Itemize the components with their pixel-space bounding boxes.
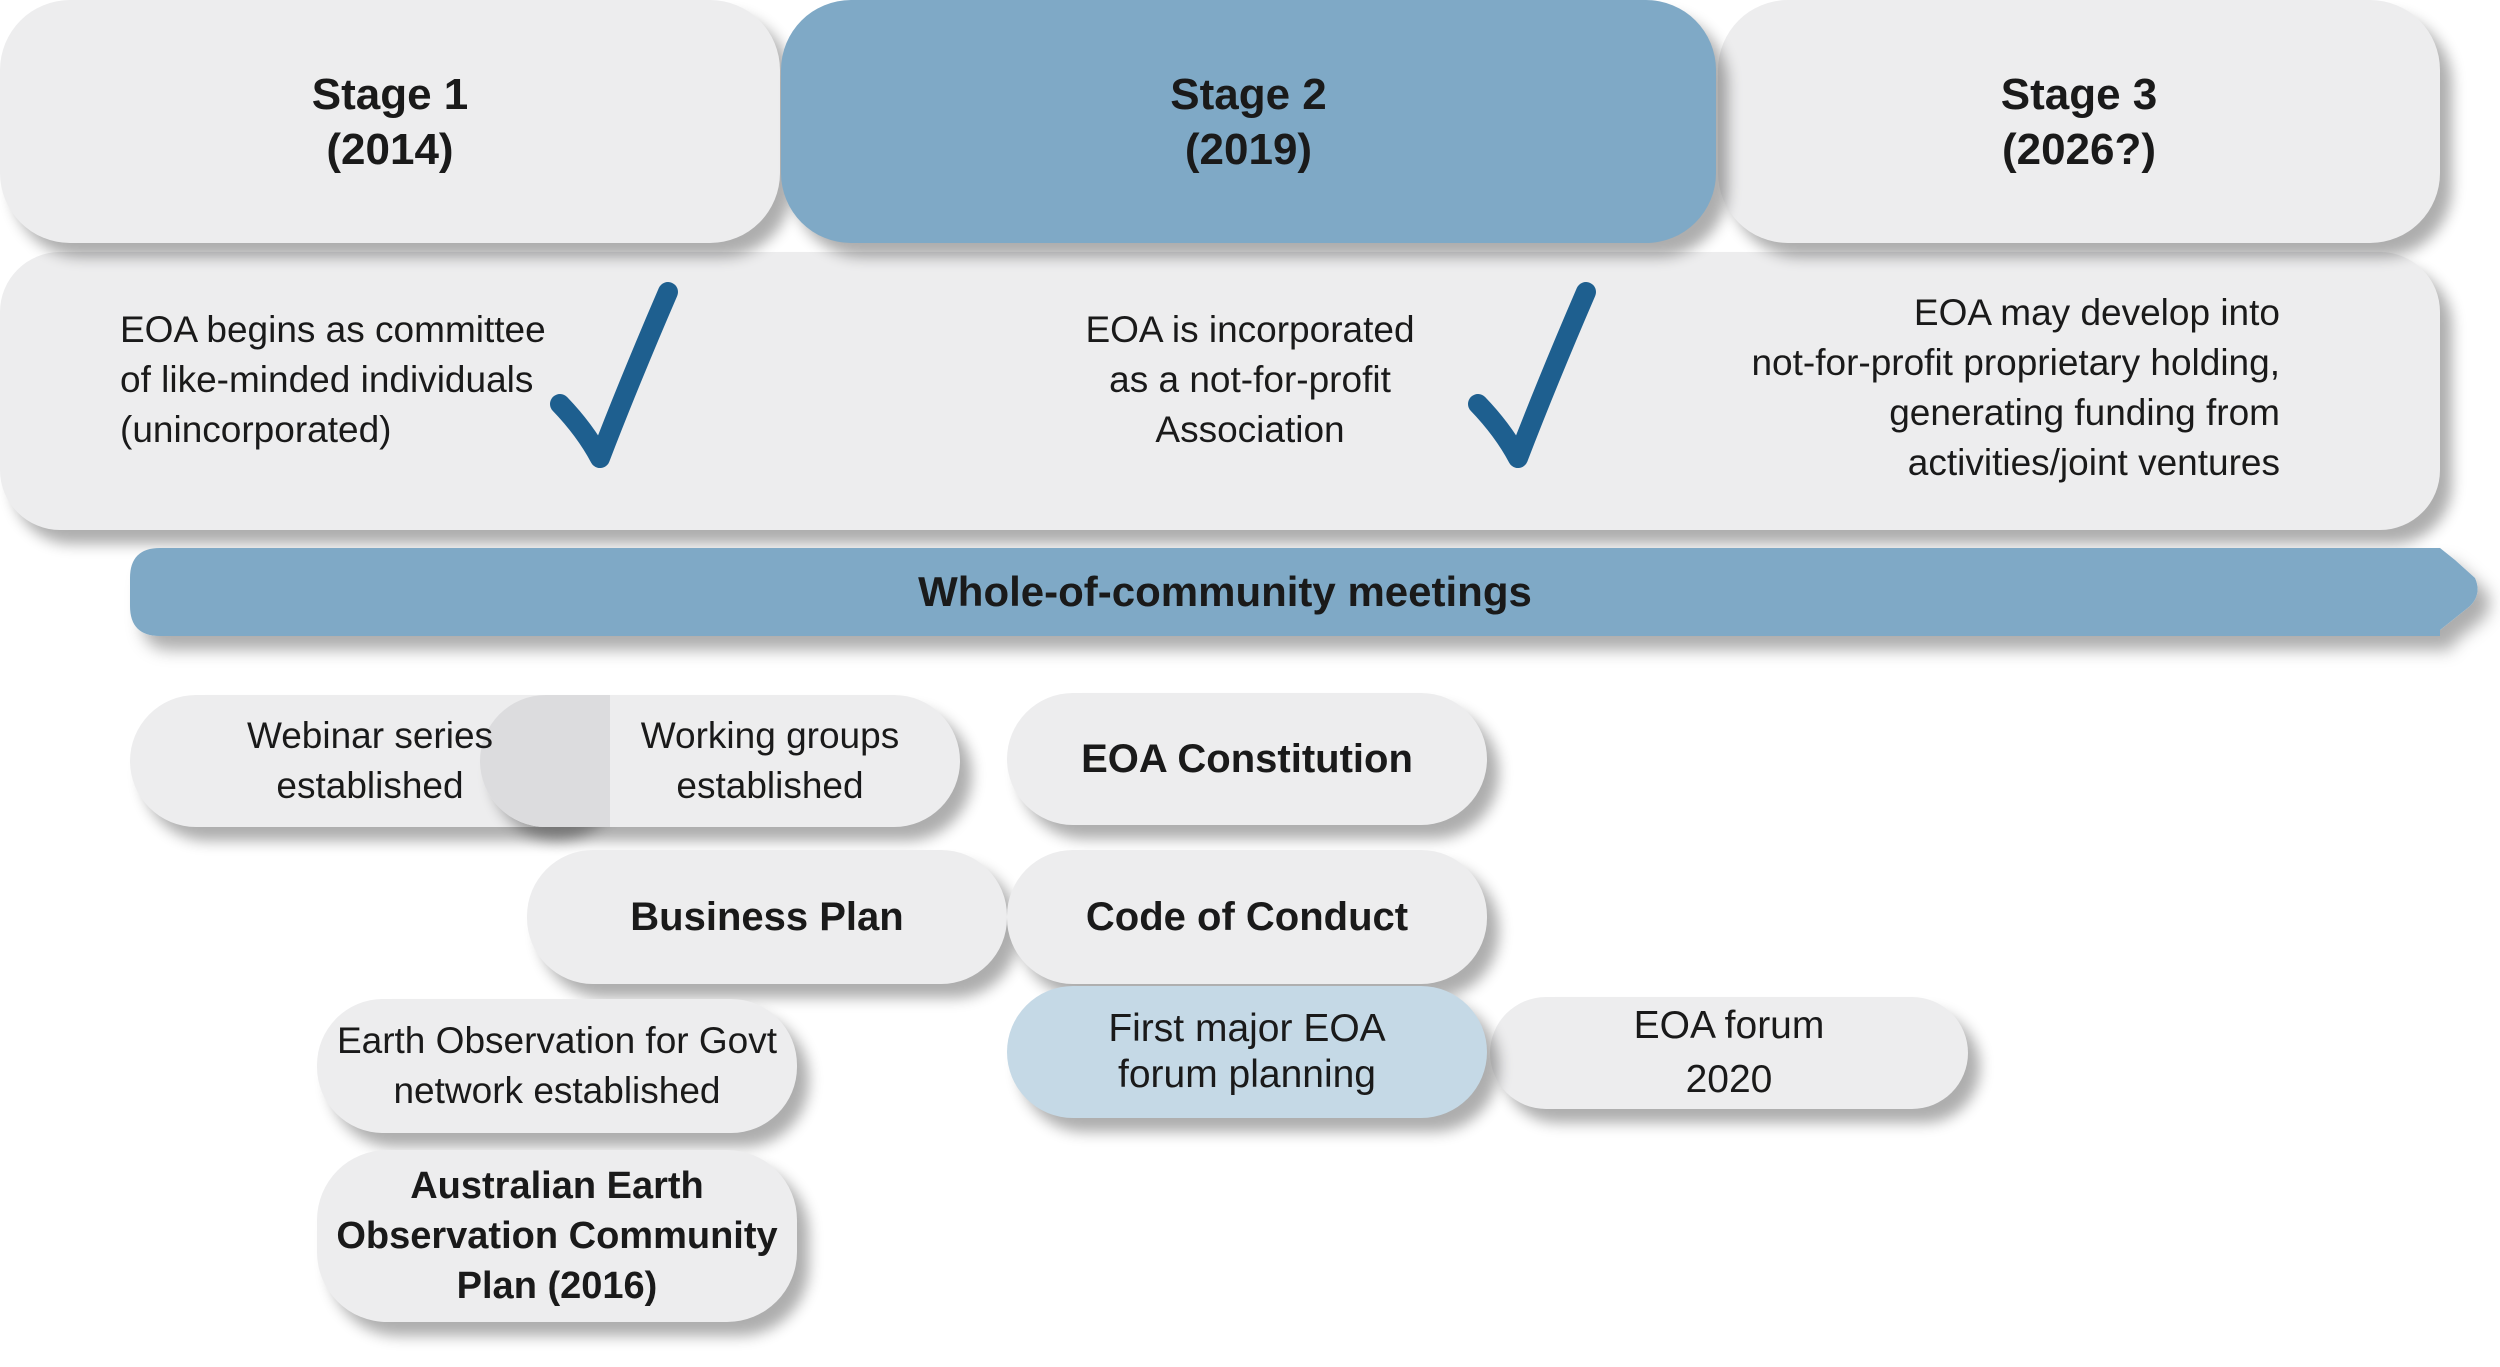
forum-planning-label: First major EOA forum planning — [1108, 1007, 1386, 1096]
working-text-overlay: Working groups established — [640, 715, 900, 806]
overlap-region — [480, 695, 610, 827]
code-of-conduct-label: Code of Conduct — [1085, 895, 1409, 939]
stage-2-box: Stage 2 (2019) — [781, 0, 1716, 243]
description-panel — [0, 252, 2440, 530]
stage-1-title: Stage 1 (2014) — [311, 69, 469, 174]
banner-label: Whole-of-community meetings — [918, 568, 1532, 615]
eo-govt-network-label: Earth Observation for Govt network estab… — [336, 1020, 778, 1111]
code-of-conduct-box: Code of Conduct — [1007, 850, 1487, 984]
stage-3-description: EOA may develop into not-for-profit prop… — [1751, 292, 2280, 483]
stage-1-check-icon — [550, 282, 678, 468]
stage-2-check-icon — [1468, 282, 1596, 468]
eoa-constitution-box: EOA Constitution — [1007, 693, 1487, 825]
stage-3-box: Stage 3 (2026?) — [1718, 0, 2440, 243]
banner-arrow-shape — [130, 548, 2478, 636]
community-plan-box: Australian Earth Observation Community P… — [317, 1150, 797, 1322]
community-plan-label: Australian Earth Observation Community P… — [336, 1165, 778, 1307]
stage-1-box: Stage 1 (2014) — [0, 0, 780, 243]
eoa-constitution-label: EOA Constitution — [1081, 737, 1413, 781]
stage-2-title: Stage 2 (2019) — [1170, 69, 1327, 174]
eoa-forum-2020-box: EOA forum 2020 — [1490, 997, 1968, 1109]
stage-3-title: Stage 3 (2026?) — [2000, 69, 2158, 174]
business-plan-label: Business Plan — [630, 895, 904, 939]
eoa-forum-2020-label: EOA forum 2020 — [1633, 1004, 1825, 1101]
stage-1-description: EOA begins as committee of like-minded i… — [120, 309, 546, 450]
webinar-text-overlay: Webinar series established — [246, 715, 494, 806]
eo-govt-network-box: Earth Observation for Govt network estab… — [317, 999, 797, 1133]
business-plan-box: Business Plan — [527, 850, 1007, 984]
stage-2-description: EOA is incorporated as a not-for-profit … — [1085, 309, 1415, 450]
forum-planning-box: First major EOA forum planning — [1007, 986, 1487, 1118]
